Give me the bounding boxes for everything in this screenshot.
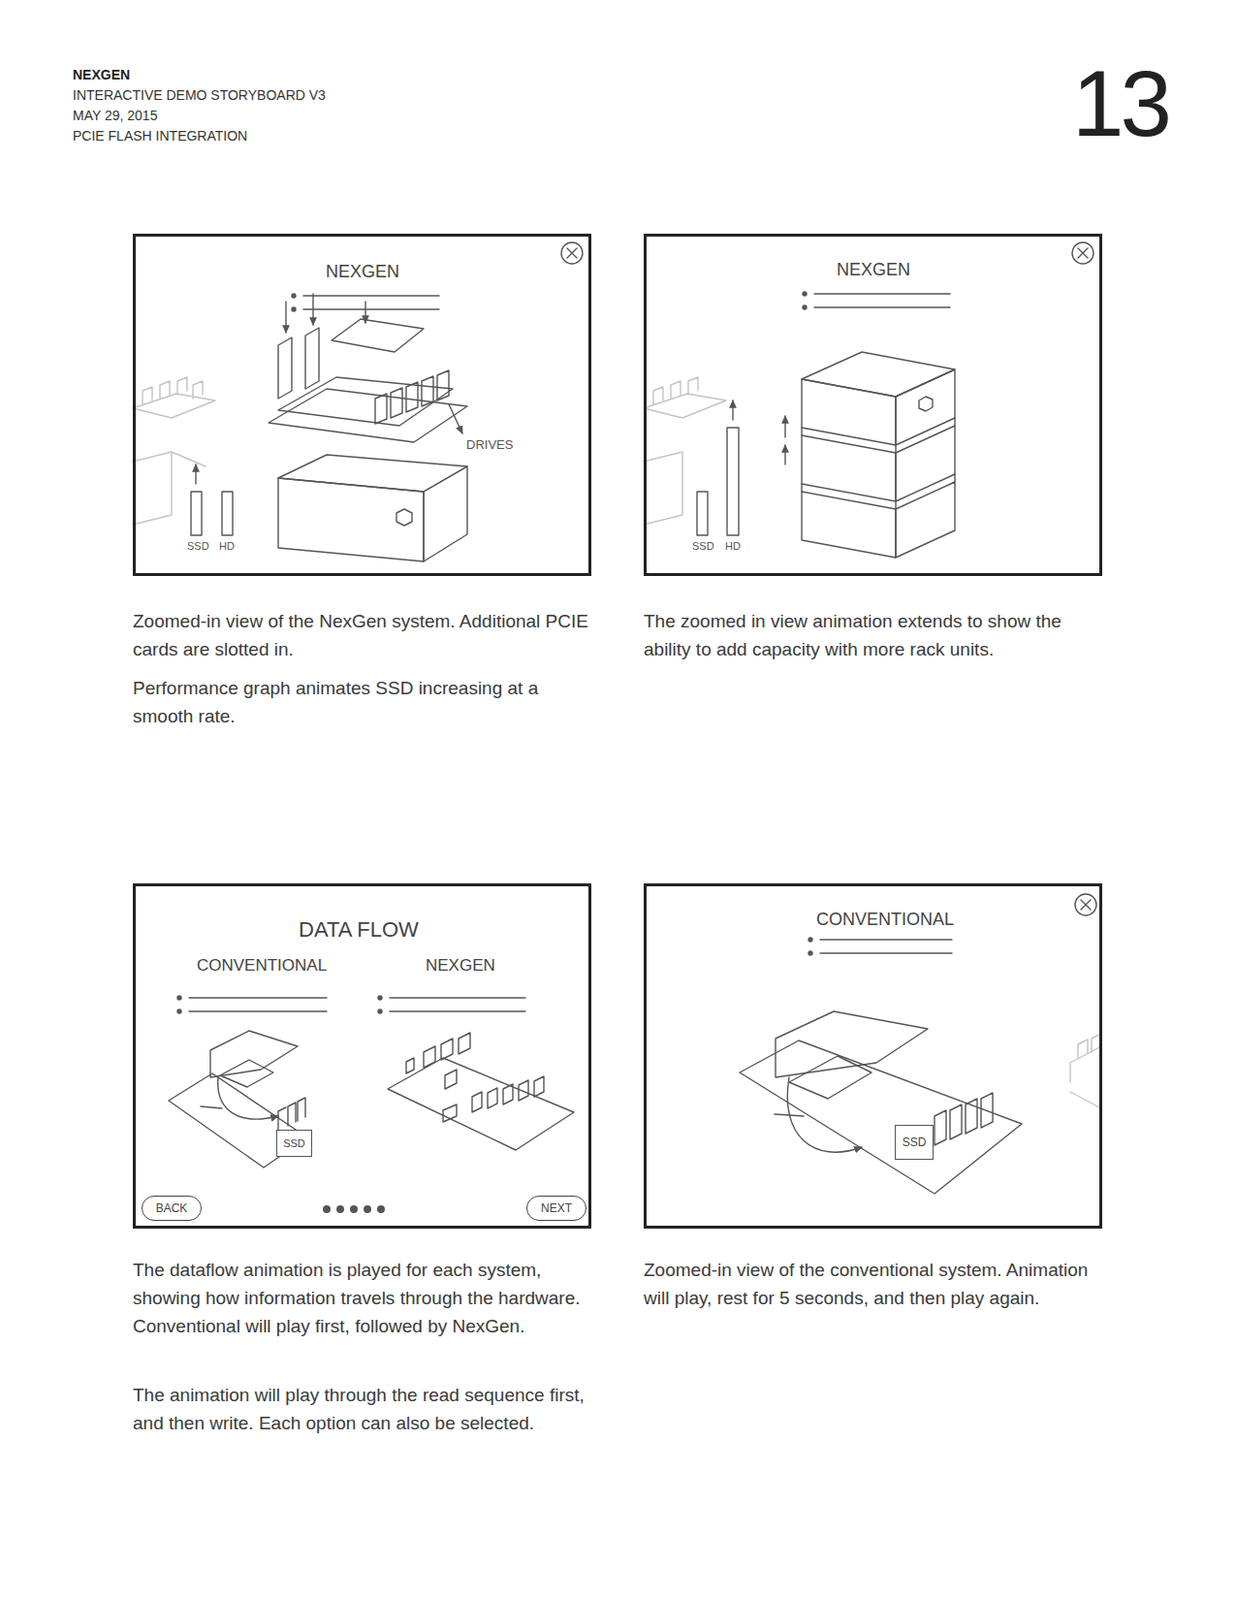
nav-button: NEXT (526, 1195, 587, 1221)
page-number: 13 (1072, 50, 1169, 158)
storyboard-frame: NEXGEN (643, 233, 1103, 576)
button-label: BACK (156, 1201, 189, 1215)
data-flow-sketch (168, 995, 574, 1213)
header-line: INTERACTIVE DEMO STORYBOARD V3 (72, 87, 326, 103)
caption-text: Zoomed-in view of the NexGen system. Add… (132, 606, 589, 664)
button-label: SSD (283, 1137, 306, 1149)
storyboard-frame: DATA FLOW CONVENTIONAL NEXGEN SSD BACK NEXT (132, 883, 592, 1229)
bar-label: SSD (187, 539, 210, 553)
button-label: SSD (902, 1135, 927, 1149)
header-line: MAY 29, 2015 (72, 107, 158, 124)
caption-text: Performance graph animates SSD increasin… (132, 673, 589, 730)
frame-heading: CONVENTIONAL (816, 909, 954, 930)
header-line: PCIE FLASH INTEGRATION (72, 127, 248, 144)
frame-heading: CONVENTIONAL (196, 955, 327, 976)
nav-button: BACK (141, 1195, 202, 1221)
frame-heading: NEXGEN (325, 261, 400, 283)
nexgen-zoom-sketch (132, 242, 583, 562)
frame-heading: NEXGEN (836, 259, 911, 281)
drive-card: SSD (894, 1124, 934, 1160)
caption-text: The animation will play through the read… (132, 1380, 594, 1437)
bar-label: HD (725, 539, 741, 553)
caption-text: The dataflow animation is played for eac… (132, 1255, 594, 1340)
bar-label: SSD (692, 539, 715, 553)
button-label: NEXT (540, 1201, 572, 1215)
storyboard-frame: CONVENTIONAL SSD (643, 883, 1103, 1229)
part-label: DRIVES (466, 438, 513, 453)
frame-heading: DATA FLOW (298, 917, 419, 943)
rack-units-sketch (643, 242, 1094, 558)
frame-heading: NEXGEN (425, 955, 496, 976)
caption-text: Zoomed-in view of the conventional syste… (643, 1255, 1100, 1312)
storyboard-frame: NEXGEN (132, 233, 592, 576)
header-title: NEXGEN (72, 66, 130, 83)
conventional-zoom-sketch (739, 893, 1102, 1194)
drive-card: SSD (276, 1129, 313, 1157)
bar-label: HD (219, 539, 235, 553)
caption-text: The zoomed in view animation extends to … (643, 606, 1100, 664)
